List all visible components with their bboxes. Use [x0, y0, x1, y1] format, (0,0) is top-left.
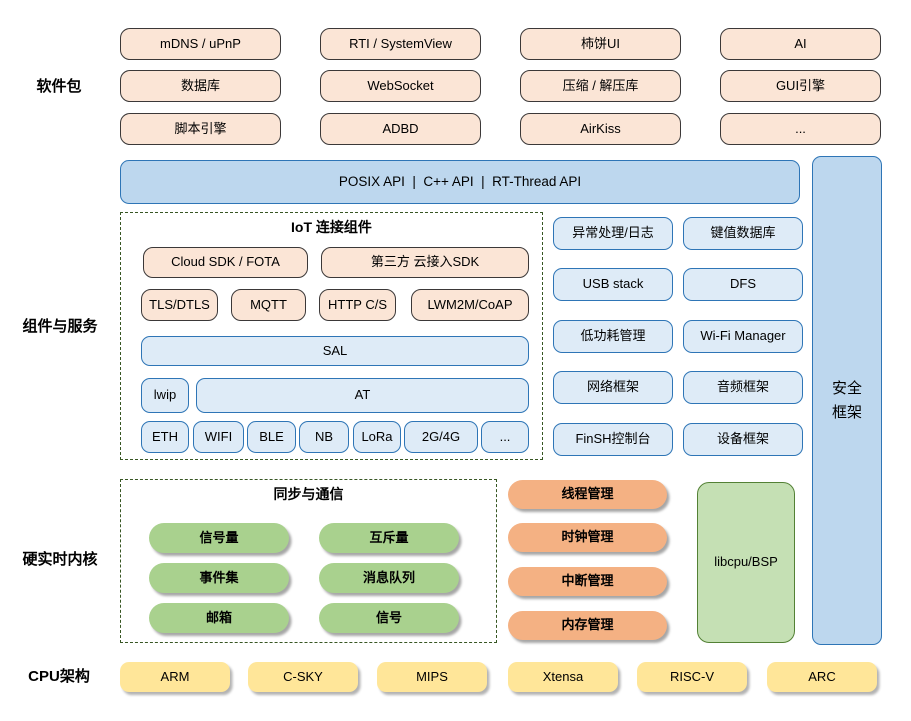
- section-label-software-packages: 软件包: [36, 78, 82, 96]
- section-label-components-services: 组件与服务: [22, 318, 98, 336]
- service-box-wifi-manager: Wi-Fi Manager: [683, 320, 803, 353]
- iot-group-title: IoT 连接组件: [291, 219, 372, 235]
- iot-box-ble: BLE: [247, 421, 296, 453]
- iot-box-more: ...: [481, 421, 529, 453]
- cpu-box-mips: MIPS: [377, 662, 487, 692]
- service-box-exception-log: 异常处理/日志: [553, 217, 673, 250]
- iot-box-wifi: WIFI: [193, 421, 244, 453]
- iot-box-lora: LoRa: [353, 421, 401, 453]
- sync-group-title: 同步与通信: [273, 486, 344, 502]
- package-box-rti-systemview: RTI / SystemView: [320, 28, 481, 60]
- iot-box-sal: SAL: [141, 336, 529, 366]
- kernel-pill-memory-management: 内存管理: [508, 611, 667, 640]
- sync-communication-group: 同步与通信 信号量 互斥量 事件集 消息队列 邮箱 信号: [120, 479, 497, 643]
- security-framework-line2: 框架: [831, 403, 862, 421]
- service-box-finsh-console: FinSH控制台: [553, 423, 673, 456]
- service-box-usb-stack: USB stack: [553, 268, 673, 301]
- iot-box-2g-4g: 2G/4G: [404, 421, 478, 453]
- package-box-airkiss: AirKiss: [520, 113, 681, 145]
- iot-box-mqtt: MQTT: [231, 289, 306, 321]
- security-framework-bar: 安全 框架: [812, 156, 882, 645]
- kernel-pill-thread-management: 线程管理: [508, 480, 667, 509]
- service-box-dfs: DFS: [683, 268, 803, 301]
- package-box-adbd: ADBD: [320, 113, 481, 145]
- service-box-device-framework: 设备框架: [683, 423, 803, 456]
- kernel-pill-clock-management: 时钟管理: [508, 523, 667, 552]
- sync-pill-signal: 信号: [319, 603, 459, 633]
- package-box-websocket: WebSocket: [320, 70, 481, 102]
- sync-pill-event-set: 事件集: [149, 563, 289, 593]
- iot-box-http-cs: HTTP C/S: [319, 289, 396, 321]
- service-box-network-framework: 网络框架: [553, 371, 673, 404]
- package-box-ai: AI: [720, 28, 881, 60]
- section-label-cpu-architecture: CPU架构: [28, 668, 90, 686]
- iot-box-lwm2m-coap: LWM2M/CoAP: [411, 289, 529, 321]
- iot-box-eth: ETH: [141, 421, 189, 453]
- package-box-persimmon-ui: 柿饼UI: [520, 28, 681, 60]
- section-label-hard-realtime-kernel: 硬实时内核: [22, 551, 98, 569]
- api-layer-bar: POSIX API | C++ API | RT-Thread API: [120, 160, 800, 204]
- service-box-low-power: 低功耗管理: [553, 320, 673, 353]
- iot-box-third-party-cloud-sdk: 第三方 云接入SDK: [321, 247, 529, 278]
- iot-box-cloud-sdk-fota: Cloud SDK / FOTA: [143, 247, 308, 278]
- libcpu-bsp-box: libcpu/BSP: [697, 482, 795, 643]
- cpu-box-arc: ARC: [767, 662, 877, 692]
- sync-pill-mutex: 互斥量: [319, 523, 459, 553]
- sync-pill-mailbox: 邮箱: [149, 603, 289, 633]
- service-box-kv-database: 键值数据库: [683, 217, 803, 250]
- cpu-box-risc-v: RISC-V: [637, 662, 747, 692]
- package-box-script-engine: 脚本引擎: [120, 113, 281, 145]
- package-box-more: ...: [720, 113, 881, 145]
- service-box-audio-framework: 音频框架: [683, 371, 803, 404]
- iot-box-nb: NB: [299, 421, 349, 453]
- sync-pill-message-queue: 消息队列: [319, 563, 459, 593]
- iot-connectivity-group: IoT 连接组件 Cloud SDK / FOTA 第三方 云接入SDK TLS…: [120, 212, 543, 460]
- security-framework-line1: 安全: [831, 380, 862, 398]
- package-box-database: 数据库: [120, 70, 281, 102]
- kernel-pill-interrupt-management: 中断管理: [508, 567, 667, 596]
- cpu-box-c-sky: C-SKY: [248, 662, 358, 692]
- sync-pill-semaphore: 信号量: [149, 523, 289, 553]
- package-box-gui-engine: GUI引擎: [720, 70, 881, 102]
- iot-box-lwip: lwip: [141, 378, 189, 413]
- package-box-compression: 压缩 / 解压库: [520, 70, 681, 102]
- iot-box-tls-dtls: TLS/DTLS: [141, 289, 218, 321]
- cpu-box-arm: ARM: [120, 662, 230, 692]
- cpu-box-xtensa: Xtensa: [508, 662, 618, 692]
- package-box-mdns-upnp: mDNS / uPnP: [120, 28, 281, 60]
- iot-box-at: AT: [196, 378, 529, 413]
